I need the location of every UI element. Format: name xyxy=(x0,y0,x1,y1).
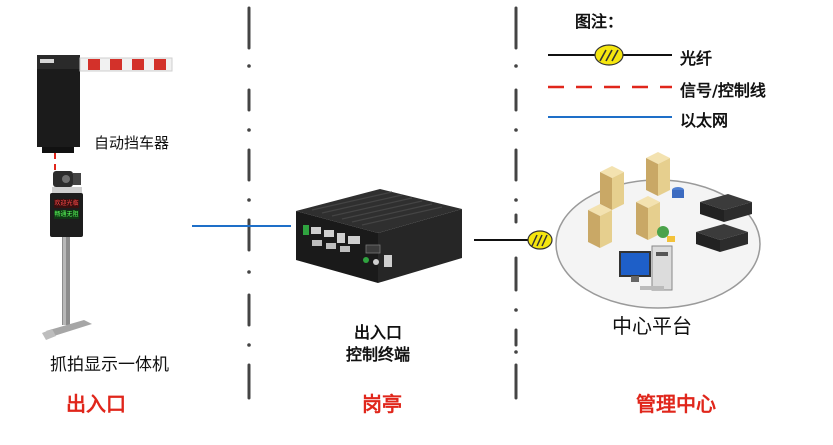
zone-divider-left xyxy=(247,6,251,400)
barrier-label: 自动挡车器 xyxy=(94,134,170,152)
zone-divider-right xyxy=(514,6,518,400)
screen-line-1: 欢迎光临 xyxy=(54,200,79,207)
legend-title: 图注： xyxy=(575,12,624,31)
legend-fiber-sample xyxy=(548,44,672,66)
legend-label-fiber: 光纤 xyxy=(680,49,713,68)
camera-label: 抓拍显示一体机 xyxy=(50,355,169,375)
camera-display-unit-icon xyxy=(42,171,92,340)
legend-label-ethernet: 以太网 xyxy=(680,111,729,130)
controller-label: 出入口 控制终端 xyxy=(345,323,410,364)
screen-line-2: 畅通无阻 xyxy=(54,211,79,218)
zone-label-booth: 岗亭 xyxy=(362,392,402,416)
zone-label-entrance: 出入口 xyxy=(66,392,126,416)
center-platform-icon xyxy=(555,152,761,309)
controller-box-icon xyxy=(296,189,462,283)
fiber-controller-center xyxy=(474,230,553,250)
center-label: 中心平台 xyxy=(612,314,692,338)
zone-label-management: 管理中心 xyxy=(636,392,716,416)
barrier-gate-icon xyxy=(37,55,173,153)
legend-label-signal: 信号/控制线 xyxy=(680,81,766,100)
